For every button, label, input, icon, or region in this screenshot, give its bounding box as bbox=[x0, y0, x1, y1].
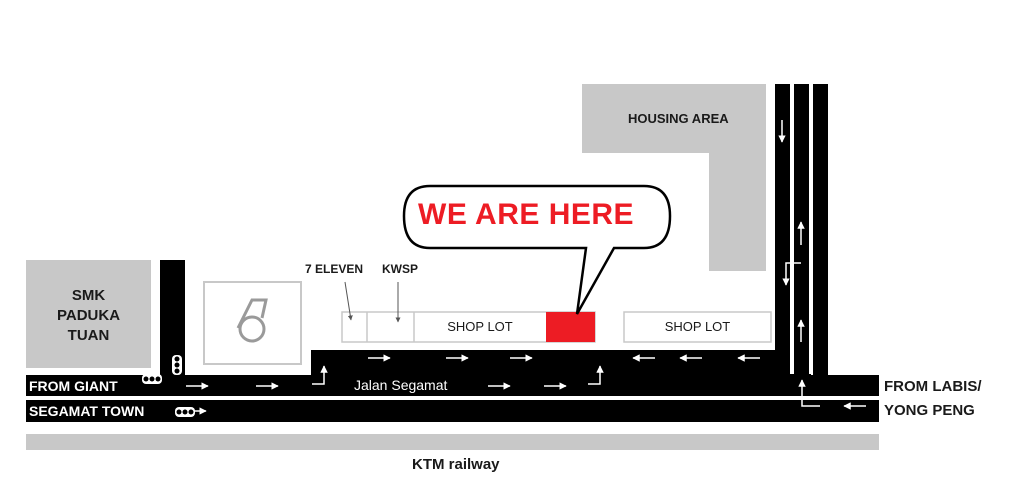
traffic-light-icon bbox=[172, 355, 182, 375]
school-label-line3: TUAN bbox=[67, 327, 110, 344]
traffic-light-icon bbox=[142, 374, 162, 384]
arrow-up-icon bbox=[312, 365, 328, 385]
housing-area-building bbox=[582, 84, 766, 271]
school-label-line1: SMK bbox=[71, 287, 106, 304]
traffic-light-icon bbox=[175, 407, 195, 417]
school-building bbox=[26, 260, 151, 368]
jalan-segamat-label: Jalan Segamat bbox=[354, 377, 448, 393]
arrow-left-icon bbox=[782, 262, 801, 286]
ktm-railway bbox=[26, 434, 879, 450]
arrow-up-icon bbox=[798, 379, 820, 407]
kwsp-label: KWSP bbox=[382, 262, 418, 276]
we-are-here-label: WE ARE HERE bbox=[418, 198, 635, 231]
school-label-line2: PADUKA bbox=[56, 307, 121, 324]
petronas-station bbox=[203, 281, 302, 365]
ktm-railway-label: KTM railway bbox=[412, 456, 500, 473]
shop-lot-label-east: SHOP LOT bbox=[664, 319, 731, 334]
school-label: SMK PADUKA TUAN bbox=[26, 286, 151, 346]
yong-peng-label: YONG PENG bbox=[884, 402, 975, 419]
we-are-here-marker bbox=[546, 312, 595, 342]
segamat-town-label: SEGAMAT TOWN bbox=[29, 403, 145, 419]
petronas-logo-icon bbox=[236, 298, 268, 343]
arrow-up-icon bbox=[588, 365, 604, 385]
speech-bubble bbox=[402, 184, 672, 315]
seven-eleven-label: 7 ELEVEN bbox=[305, 262, 364, 276]
road-network bbox=[26, 84, 879, 422]
from-giant-label: FROM GIANT bbox=[29, 378, 118, 394]
shop-lot-row-east bbox=[623, 311, 772, 343]
from-labis-label: FROM LABIS/ bbox=[884, 378, 982, 395]
housing-area-label: HOUSING AREA bbox=[628, 111, 729, 126]
shop-lot-label-west: SHOP LOT bbox=[447, 319, 513, 334]
